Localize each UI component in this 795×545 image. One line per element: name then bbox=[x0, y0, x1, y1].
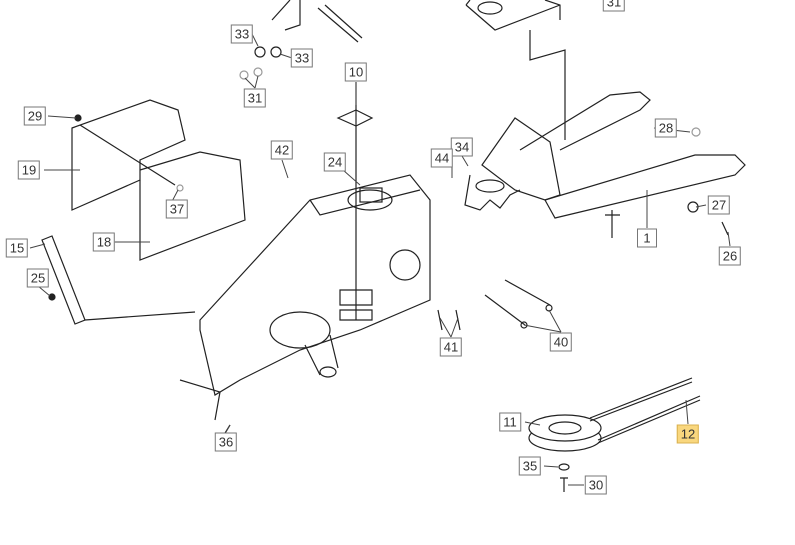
callout-12-highlighted[interactable]: 12 bbox=[676, 424, 700, 444]
callout-11[interactable]: 11 bbox=[499, 412, 521, 432]
callout-28[interactable]: 28 bbox=[654, 118, 678, 138]
callout-26[interactable]: 26 bbox=[718, 246, 742, 266]
callout-1[interactable]: 1 bbox=[637, 228, 657, 248]
callout-34[interactable]: 34 bbox=[450, 137, 474, 157]
callout-33-right[interactable]: 33 bbox=[290, 48, 314, 68]
shields bbox=[71, 99, 246, 261]
gearbox bbox=[179, 174, 431, 439]
rods-bolts bbox=[437, 279, 553, 331]
callout-29[interactable]: 29 bbox=[23, 106, 47, 126]
callout-18[interactable]: 18 bbox=[92, 232, 116, 252]
callout-33[interactable]: 33 bbox=[230, 24, 254, 44]
shaft-10 bbox=[336, 82, 374, 321]
arm-15 bbox=[41, 235, 196, 325]
callout-41[interactable]: 41 bbox=[439, 337, 463, 357]
callout-24[interactable]: 24 bbox=[323, 152, 347, 172]
callout-44[interactable]: 44 bbox=[430, 148, 454, 168]
callout-40[interactable]: 40 bbox=[549, 332, 573, 352]
callout-25[interactable]: 25 bbox=[26, 268, 50, 288]
callout-31-top[interactable]: 31 bbox=[602, 0, 626, 12]
callout-30[interactable]: 30 bbox=[584, 475, 608, 495]
linkage-top bbox=[239, 0, 363, 80]
callout-19[interactable]: 19 bbox=[17, 160, 41, 180]
callout-37[interactable]: 37 bbox=[165, 199, 189, 219]
frame bbox=[464, 91, 746, 238]
callout-27[interactable]: 27 bbox=[707, 195, 731, 215]
pulley-belt bbox=[528, 377, 701, 492]
bracket-top-right bbox=[465, 0, 566, 140]
callout-10[interactable]: 10 bbox=[344, 62, 368, 82]
callout-15[interactable]: 15 bbox=[5, 238, 29, 258]
callout-42[interactable]: 42 bbox=[270, 140, 294, 160]
callout-36[interactable]: 36 bbox=[214, 432, 238, 452]
callout-31[interactable]: 31 bbox=[243, 88, 267, 108]
callout-35[interactable]: 35 bbox=[518, 456, 542, 476]
leader-lines bbox=[29, 33, 731, 486]
